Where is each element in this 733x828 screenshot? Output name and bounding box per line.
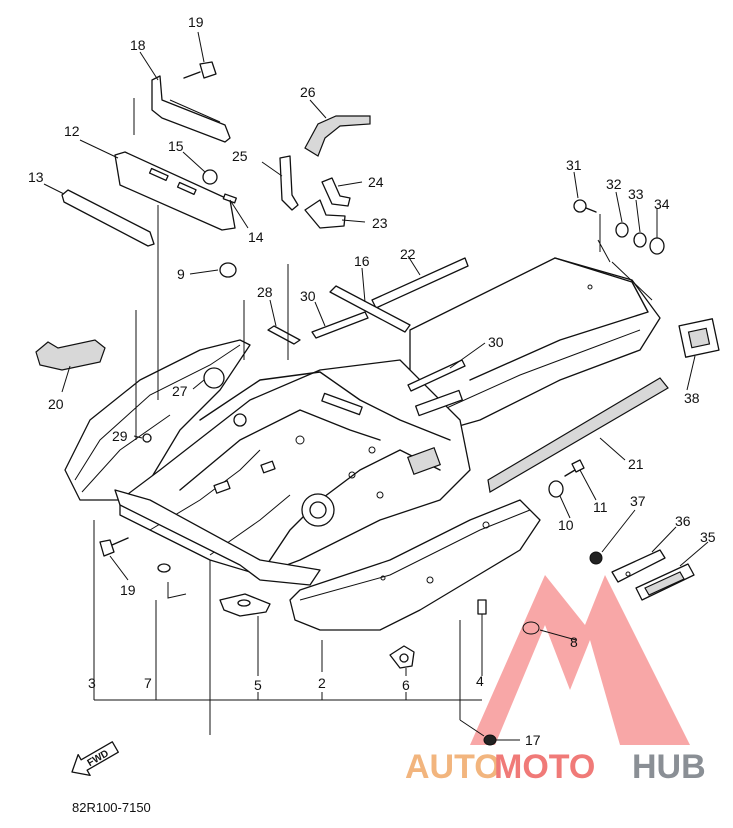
callout-25: 25	[232, 148, 248, 164]
stud-4	[477, 599, 487, 615]
reflector-38	[678, 318, 720, 358]
bumper-20	[35, 339, 106, 371]
bolt-19-top	[183, 61, 217, 79]
lens-35	[635, 563, 695, 601]
cap-7	[157, 563, 187, 599]
callout-26: 26	[300, 84, 316, 100]
callout-15: 15	[168, 138, 184, 154]
plug-17	[483, 734, 497, 746]
callout-17: 17	[525, 732, 541, 748]
callout-3: 3	[88, 675, 96, 691]
callout-20: 20	[48, 396, 64, 412]
diagram-code: 82R100-7150	[72, 800, 151, 815]
watermark-auto: AUTO	[405, 748, 501, 786]
plate-5	[219, 593, 271, 617]
callout-28: 28	[257, 284, 273, 300]
callout-24: 24	[368, 174, 384, 190]
callout-10: 10	[558, 517, 574, 533]
oring-8	[522, 621, 540, 635]
callout-22: 22	[400, 246, 416, 262]
watermark-moto: MOTO	[494, 748, 595, 786]
rail-22	[371, 257, 469, 309]
nut-29	[142, 433, 152, 443]
nut-15	[202, 169, 218, 185]
callout-16: 16	[354, 253, 370, 269]
nut-33	[633, 232, 647, 248]
pin-28	[267, 325, 301, 345]
damper-9	[219, 262, 237, 278]
callout-19-bottom: 19	[120, 582, 136, 598]
watermark-hub: HUB	[632, 748, 706, 786]
strip-13	[61, 189, 155, 247]
handle-26	[304, 115, 371, 157]
callout-33: 33	[628, 186, 644, 202]
lamp-base-36	[611, 549, 666, 583]
callout-27: 27	[172, 383, 188, 399]
nut-37	[589, 551, 603, 565]
callout-7: 7	[144, 675, 152, 691]
callout-36: 36	[675, 513, 691, 529]
callout-19-top: 19	[188, 14, 204, 30]
watermark-text: AUTO MOTO HUB	[405, 748, 706, 786]
leader-lines	[43, 31, 709, 741]
callout-31: 31	[566, 157, 582, 173]
bolt-11	[564, 459, 585, 477]
washer-32	[615, 222, 629, 238]
plate-12	[114, 151, 236, 231]
hose-25	[279, 155, 299, 211]
callout-35: 35	[700, 529, 716, 545]
fwd-label: FWD	[86, 748, 111, 769]
clamp-6	[389, 645, 415, 669]
callout-38: 38	[684, 390, 700, 406]
callout-6: 6	[402, 677, 410, 693]
callout-30-left: 30	[300, 288, 316, 304]
callout-37: 37	[630, 493, 646, 509]
strip-30-left	[311, 311, 369, 339]
watermark-logo	[470, 575, 690, 745]
callout-14: 14	[248, 229, 264, 245]
clip-14	[222, 193, 237, 204]
callout-32: 32	[606, 176, 622, 192]
callout-29: 29	[112, 428, 128, 444]
spacer-27	[203, 367, 225, 389]
callout-21: 21	[628, 456, 644, 472]
bar-16	[329, 285, 411, 333]
bolt-31	[573, 199, 597, 213]
bracket-18	[151, 75, 231, 143]
bracket-23	[304, 199, 346, 229]
bracket-24	[321, 177, 351, 207]
callout-13: 13	[28, 169, 44, 185]
callout-2: 2	[318, 675, 326, 691]
callout-4: 4	[476, 673, 484, 689]
callout-11: 11	[593, 499, 608, 515]
forward-direction-arrow: FWD	[71, 741, 119, 777]
grommet-10	[548, 480, 564, 498]
callout-5: 5	[254, 677, 262, 693]
callout-labels: 19 18 12 15 13 14 26 25 24 23 31 32 33 3…	[28, 14, 716, 748]
strip-21	[487, 377, 669, 493]
callout-8: 8	[570, 634, 578, 650]
callout-9: 9	[177, 266, 185, 282]
callout-30-right: 30	[488, 334, 504, 350]
callout-23: 23	[372, 215, 388, 231]
cap-34	[649, 237, 665, 255]
callout-12: 12	[64, 123, 80, 139]
callout-18: 18	[130, 37, 146, 53]
bolt-19-bottom	[99, 537, 129, 557]
callout-34: 34	[654, 196, 670, 212]
